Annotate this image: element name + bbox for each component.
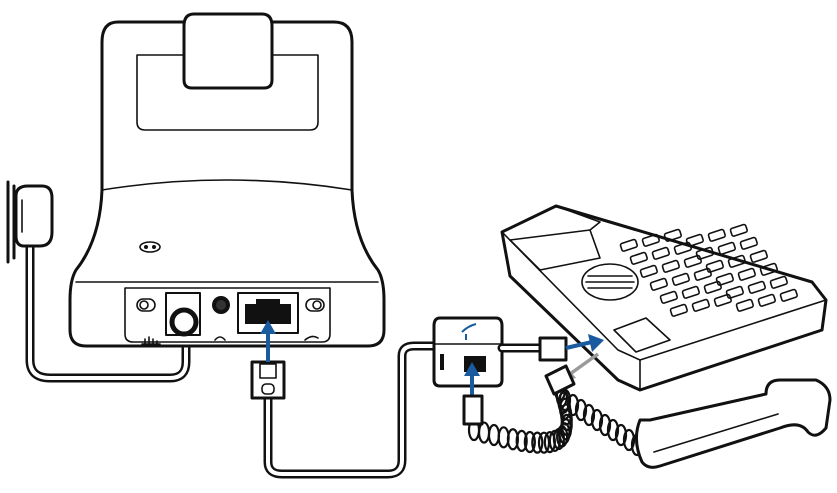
splitter-to-phone-cable <box>502 338 566 360</box>
audio-jack[interactable] <box>212 296 230 314</box>
keypad-key <box>740 237 758 250</box>
keypad-key <box>664 229 682 242</box>
coil-loop <box>489 425 499 445</box>
handset <box>636 380 830 467</box>
power-plug <box>172 310 196 334</box>
headset-base <box>70 14 384 346</box>
keypad-key <box>686 234 704 247</box>
keypad-key <box>730 224 748 237</box>
telephone-interface-cable <box>252 346 438 474</box>
coil-loop <box>479 423 489 443</box>
desk-phone <box>502 206 826 390</box>
keypad-key <box>718 242 736 255</box>
headset-cradle-clip <box>184 14 272 88</box>
keypad-key <box>750 250 768 263</box>
keypad-key <box>708 229 726 242</box>
